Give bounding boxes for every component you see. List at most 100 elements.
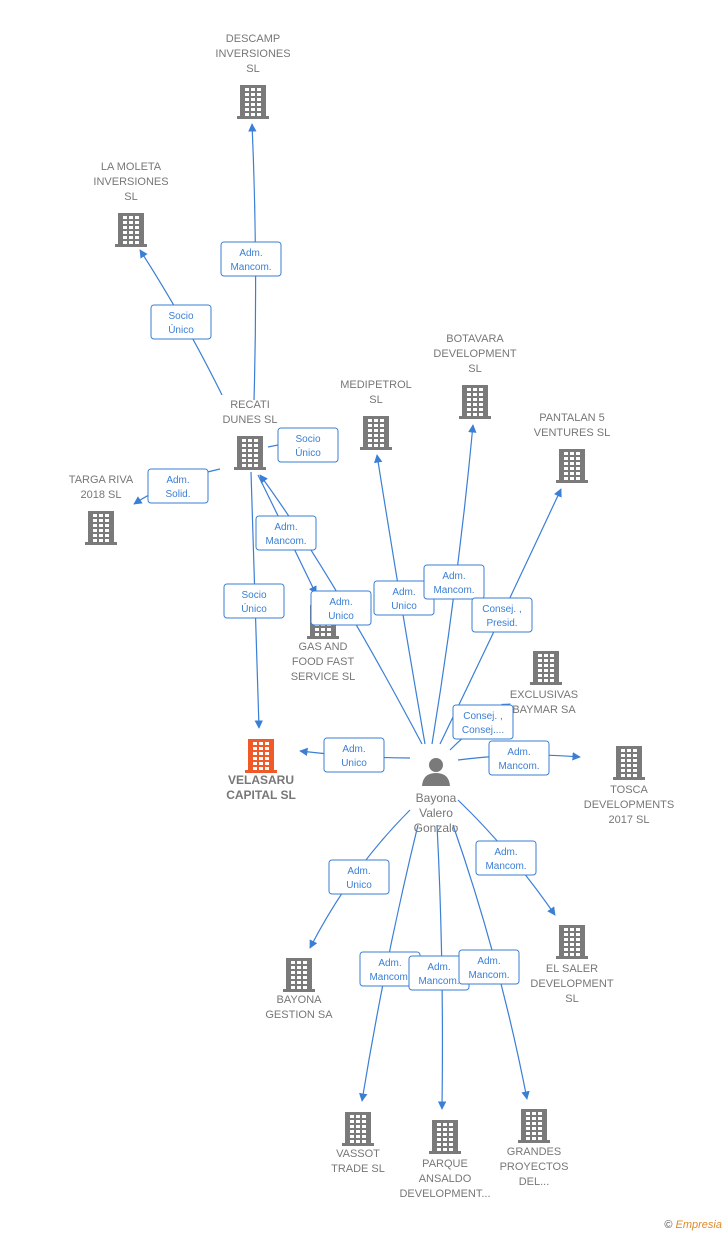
node-label-line: SL bbox=[246, 63, 259, 75]
building-icon bbox=[530, 651, 562, 685]
edge-label-person-to-grandes[interactable]: Adm.Mancom. bbox=[458, 949, 520, 985]
edge-label-line: Consej. , bbox=[482, 604, 521, 615]
nodes-layer: DESCAMP INVERSIONES SL LA MOLETA INVERSIONES… bbox=[69, 33, 674, 1200]
edge-label-recati-to-targa[interactable]: Adm. Solid. bbox=[147, 468, 209, 504]
edge-label-line: Mancom. bbox=[230, 262, 271, 273]
edge-label-line: Adm. bbox=[274, 522, 297, 533]
edge-label-line: Unico bbox=[341, 758, 367, 769]
edge-label-line: Unico bbox=[391, 601, 417, 612]
edge-label-line: Mancom. bbox=[498, 761, 539, 772]
node-label-line: 2017 SL bbox=[609, 814, 650, 826]
node-label-line: FOOD FAST bbox=[292, 656, 355, 668]
node-label-line: MEDIPETROL bbox=[340, 379, 412, 391]
node-label-line: INVERSIONES bbox=[215, 48, 290, 60]
edge-label-person-to-elsaler[interactable]: Adm. Mancom. bbox=[475, 840, 537, 876]
edge-labels-layer: Adm.Mancom.SocioÚnicoSocioÚnicoAdm.Solid… bbox=[147, 241, 550, 991]
edge-label-person-to-vassot[interactable]: Adm.Mancom. bbox=[359, 951, 421, 987]
node-label-line: VELASARU bbox=[228, 773, 294, 787]
node-label-line: DEVELOPMENT bbox=[433, 348, 516, 360]
edge-label-person-to-tosca[interactable]: Adm.Mancom. bbox=[488, 740, 550, 776]
brand-logo[interactable]: Empresia bbox=[675, 1219, 722, 1231]
node-label-line: SL bbox=[369, 394, 382, 406]
edge-label-line: Socio bbox=[241, 590, 266, 601]
node-lamoleta[interactable]: LA MOLETA INVERSIONES SL bbox=[93, 161, 169, 247]
node-label-line: DESCAMP bbox=[226, 33, 280, 45]
building-icon bbox=[360, 416, 392, 450]
node-label-line: GRANDES bbox=[507, 1146, 561, 1158]
edge-label-line: Único bbox=[295, 446, 321, 459]
node-descamp[interactable]: DESCAMP INVERSIONES SL bbox=[215, 33, 291, 119]
node-label-line: SL bbox=[565, 993, 578, 1005]
building-icon bbox=[613, 746, 645, 780]
node-grandes[interactable]: GRANDESPROYECTOSDEL... bbox=[500, 1109, 569, 1188]
node-label-line: ANSALDO bbox=[419, 1173, 472, 1185]
edge-label-line: Único bbox=[168, 323, 194, 336]
node-label-line: GAS AND bbox=[299, 641, 348, 653]
edge-label-line: Adm. bbox=[442, 571, 465, 582]
edge-label-line: Solid. bbox=[165, 489, 190, 500]
node-label-line: Gonzalo bbox=[414, 821, 459, 835]
edge-label-person-to-exclusivas[interactable]: Consej. ,Consej.... bbox=[452, 704, 514, 740]
edge-label-person-to-pantalan[interactable]: Consej. , Presid. bbox=[471, 597, 533, 633]
node-label-line: PARQUE bbox=[422, 1158, 468, 1170]
node-label-line: CAPITAL SL bbox=[226, 788, 296, 802]
node-label-line: EL SALER bbox=[546, 963, 598, 975]
node-label-line: 2018 SL bbox=[81, 489, 122, 501]
node-label-line: DEVELOPMENT bbox=[530, 978, 613, 990]
person-icon bbox=[422, 758, 450, 786]
node-label-line: INVERSIONES bbox=[93, 176, 168, 188]
node-label-line: SERVICE SL bbox=[291, 671, 356, 683]
edge-label-line: Mancom. bbox=[418, 976, 459, 987]
edge-label-person-to-botavara[interactable]: Adm.Mancom. bbox=[423, 564, 485, 600]
node-parque[interactable]: PARQUEANSALDODEVELOPMENT... bbox=[399, 1120, 491, 1200]
edge-person-to-recati bbox=[259, 474, 423, 745]
edge-label-line: Unico bbox=[346, 880, 372, 891]
node-label-line: LA MOLETA bbox=[101, 161, 162, 173]
edge-label-line: Adm. bbox=[392, 587, 415, 598]
node-label-line: TRADE SL bbox=[331, 1163, 385, 1175]
node-label-line: DUNES SL bbox=[222, 414, 277, 426]
node-label-line: SL bbox=[124, 191, 137, 203]
edge-label-line: Adm. bbox=[347, 866, 370, 877]
edge-label-line: Mancom. bbox=[485, 861, 526, 872]
edge-label-line: Mancom. bbox=[468, 970, 509, 981]
edge-label-recati-to-descamp[interactable]: Adm. Mancom. bbox=[220, 241, 282, 277]
edge-label-person-to-velasaru[interactable]: Adm.Unico bbox=[323, 737, 385, 773]
node-label-line: BAYMAR SA bbox=[512, 704, 576, 716]
building-icon bbox=[556, 449, 588, 483]
building-icon bbox=[556, 925, 588, 959]
edge-label-line: Mancom. bbox=[265, 536, 306, 547]
edge-label-line: Adm. bbox=[239, 248, 262, 259]
node-elsaler[interactable]: EL SALER DEVELOPMENT SL bbox=[530, 925, 614, 1005]
credit-footer: © Empresia bbox=[664, 1219, 722, 1231]
edge-label-line: Adm. bbox=[494, 847, 517, 858]
building-icon bbox=[459, 385, 491, 419]
edge-label-line: Adm. bbox=[166, 475, 189, 486]
node-label-line: BAYONA bbox=[276, 994, 322, 1006]
edge-label-line: Consej. , bbox=[463, 711, 502, 722]
node-label-line: Valero bbox=[419, 806, 453, 820]
building-icon bbox=[234, 436, 266, 470]
edge-label-line: Presid. bbox=[486, 618, 517, 629]
edge-label-line: Adm. bbox=[329, 597, 352, 608]
copyright-symbol: © bbox=[664, 1219, 673, 1231]
edge-label-person-to-bayonagestion[interactable]: Adm. Unico bbox=[328, 859, 390, 895]
edge-label-person-to-recati[interactable]: Adm.Unico bbox=[310, 590, 372, 626]
node-medipetrol[interactable]: MEDIPETROL SL bbox=[340, 379, 412, 450]
edge-label-recati-to-gasfood[interactable]: Adm. Mancom. bbox=[255, 515, 317, 551]
node-label-line: Bayona bbox=[416, 791, 457, 805]
